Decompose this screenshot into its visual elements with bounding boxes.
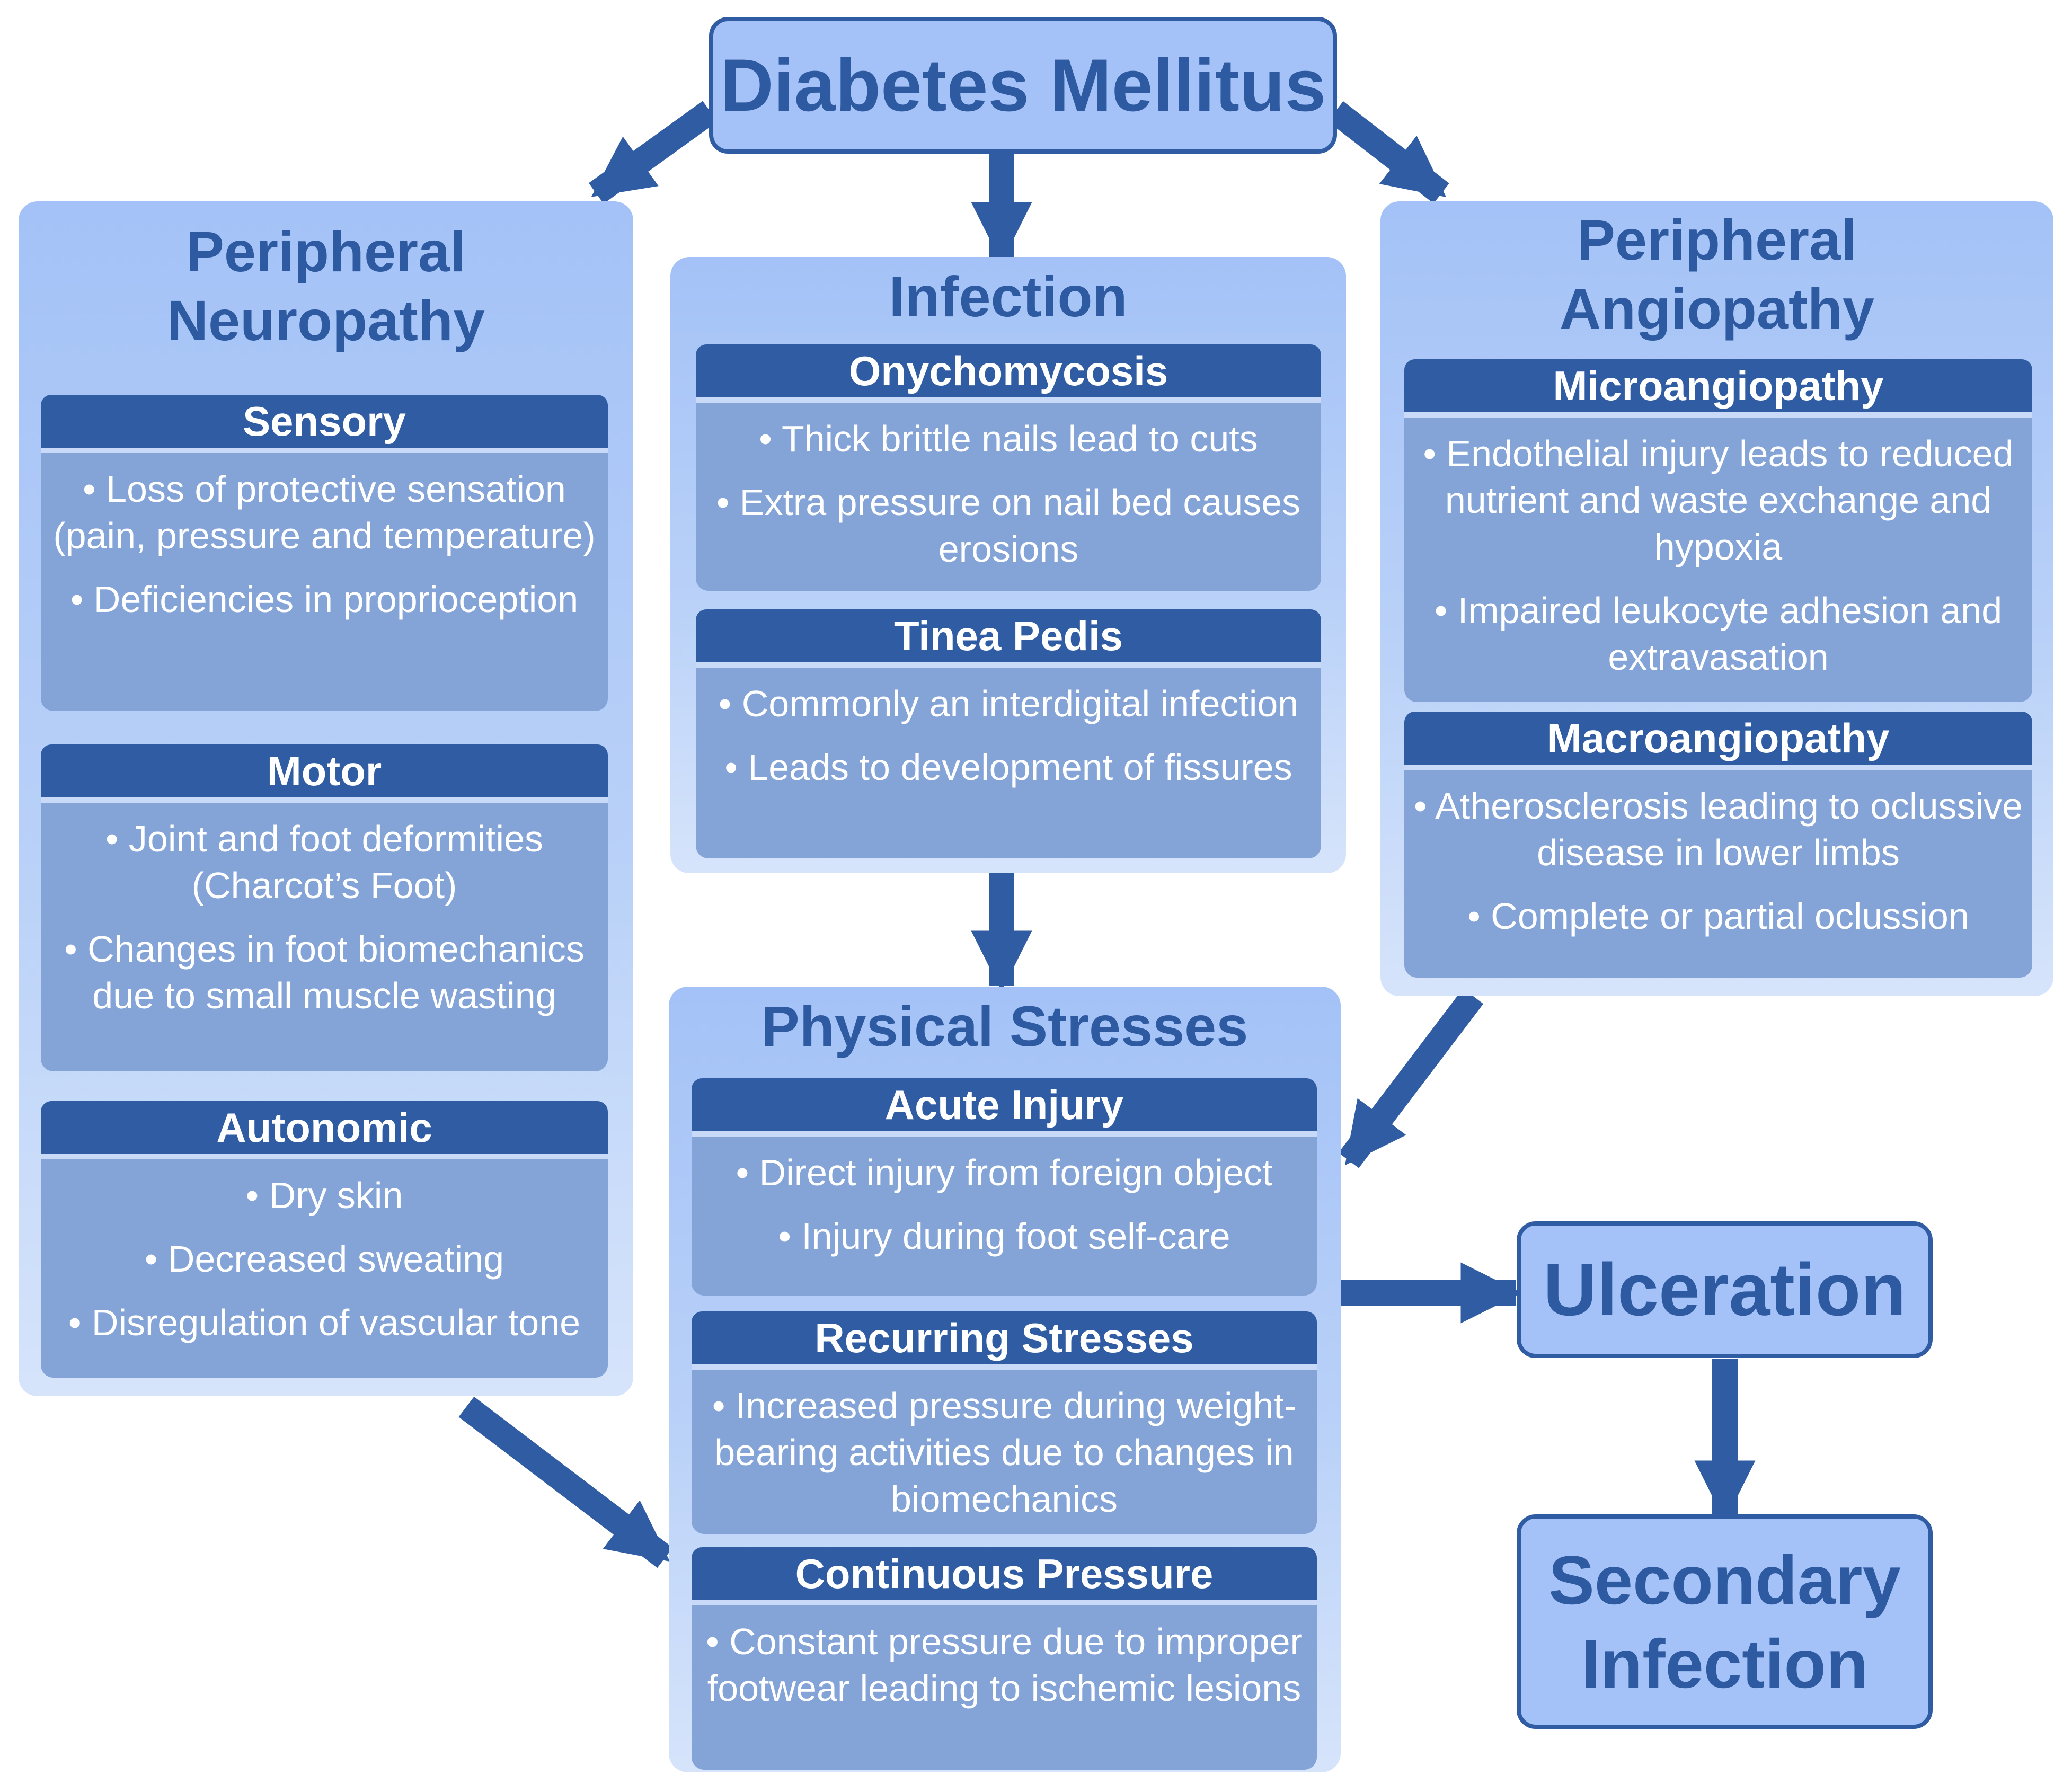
microangiopathy-item: • Impaired leukocyte adhesion and extrav… <box>1434 590 2003 678</box>
autonomic-header: Autonomic <box>41 1101 608 1159</box>
acute-injury-header: Acute Injury <box>692 1078 1317 1137</box>
autonomic-item: • Disregulation of vascular tone <box>68 1302 581 1343</box>
sensory-card: Sensory • Loss of protective sensation (… <box>41 395 608 711</box>
macroangiopathy-body: • Atherosclerosis leading to oclussive d… <box>1404 770 2032 978</box>
acute-injury-item: • Direct injury from foreign object <box>736 1152 1273 1193</box>
sensory-item: • Loss of protective sensation (pain, pr… <box>53 468 596 556</box>
acute-injury-item: • Injury during foot self-care <box>778 1216 1230 1257</box>
macroangiopathy-item: • Atherosclerosis leading to oclussive d… <box>1414 785 2023 873</box>
arrow-angiopathy-to-stresses <box>1338 988 1484 1168</box>
peripheral-angiopathy-title: Peripheral Angiopathy <box>1560 208 1874 341</box>
autonomic-item: • Dry skin <box>245 1175 403 1216</box>
onychomycosis-body: • Thick brittle nails lead to cuts • Ext… <box>696 403 1321 591</box>
arrow-diabetes-to-angiopathy <box>1327 101 1449 203</box>
onychomycosis-item: • Extra pressure on nail bed causes eros… <box>716 482 1301 570</box>
arrow-neuropathy-to-stresses <box>458 1396 673 1568</box>
onychomycosis-item: • Thick brittle nails lead to cuts <box>759 418 1258 459</box>
acute-injury-body: • Direct injury from foreign object • In… <box>692 1137 1317 1296</box>
motor-body: • Joint and foot deformities (Charcot’s … <box>41 803 608 1071</box>
tinea-pedis-item: • Leads to development of fissures <box>724 747 1292 788</box>
sensory-item: • Deficiencies in proprioception <box>70 579 579 620</box>
acute-injury-card: Acute Injury • Direct injury from foreig… <box>692 1078 1317 1296</box>
motor-card: Motor • Joint and foot deformities (Char… <box>41 744 608 1071</box>
macroangiopathy-card: Macroangiopathy • Atherosclerosis leadin… <box>1404 712 2032 978</box>
microangiopathy-header: Microangiopathy <box>1404 359 2032 418</box>
physical-stresses-panel: Physical Stresses Acute Injury • Direct … <box>669 987 1341 1772</box>
tinea-pedis-card: Tinea Pedis • Commonly an interdigital i… <box>696 609 1321 858</box>
recurring-stresses-header: Recurring Stresses <box>692 1311 1317 1370</box>
peripheral-neuropathy-title: Peripheral Neuropathy <box>166 219 485 352</box>
microangiopathy-item: • Endothelial injury leads to reduced nu… <box>1423 433 2014 567</box>
peripheral-angiopathy-panel: Peripheral Angiopathy Microangiopathy • … <box>1380 201 2053 996</box>
macroangiopathy-header: Macroangiopathy <box>1404 712 2032 770</box>
diabetes-mellitus-node: Diabetes Mellitus <box>709 17 1337 154</box>
macroangiopathy-item: • Complete or partial oclussion <box>1467 895 1969 937</box>
motor-header: Motor <box>41 744 608 803</box>
infection-panel: Infection Onychomycosis • Thick brittle … <box>670 257 1346 873</box>
tinea-pedis-body: • Commonly an interdigital infection • L… <box>696 668 1321 858</box>
tinea-pedis-item: • Commonly an interdigital infection <box>718 683 1299 724</box>
ulceration-label: Ulceration <box>1543 1248 1906 1331</box>
motor-item: • Changes in foot biomechanics due to sm… <box>64 928 585 1016</box>
recurring-stresses-card: Recurring Stresses • Increased pressure … <box>692 1311 1317 1534</box>
autonomic-body: • Dry skin • Decreased sweating • Disreg… <box>41 1159 608 1378</box>
secondary-infection-label: Secondary Infection <box>1548 1541 1901 1702</box>
arrow-diabetes-to-neuropathy <box>588 101 718 204</box>
secondary-infection-node: Secondary Infection <box>1517 1514 1933 1729</box>
onychomycosis-header: Onychomycosis <box>696 344 1321 403</box>
autonomic-card: Autonomic • Dry skin • Decreased sweatin… <box>41 1101 608 1378</box>
sensory-body: • Loss of protective sensation (pain, pr… <box>41 453 608 711</box>
microangiopathy-card: Microangiopathy • Endothelial injury lea… <box>1404 359 2032 702</box>
recurring-stresses-item: • Increased pressure during weight-beari… <box>712 1385 1297 1520</box>
physical-stresses-title: Physical Stresses <box>761 994 1248 1058</box>
autonomic-item: • Decreased sweating <box>144 1238 504 1280</box>
microangiopathy-body: • Endothelial injury leads to reduced nu… <box>1404 418 2032 702</box>
tinea-pedis-header: Tinea Pedis <box>696 609 1321 668</box>
sensory-header: Sensory <box>41 395 608 453</box>
continuous-pressure-item: • Constant pressure due to improper foot… <box>706 1621 1303 1709</box>
diabetes-mellitus-label: Diabetes Mellitus <box>720 43 1326 127</box>
ulceration-node: Ulceration <box>1517 1221 1933 1358</box>
continuous-pressure-card: Continuous Pressure • Constant pressure … <box>692 1547 1317 1770</box>
continuous-pressure-body: • Constant pressure due to improper foot… <box>692 1605 1317 1770</box>
onychomycosis-card: Onychomycosis • Thick brittle nails lead… <box>696 344 1321 591</box>
peripheral-neuropathy-panel: Peripheral Neuropathy Sensory • Loss of … <box>19 201 633 1396</box>
infection-title: Infection <box>889 264 1128 329</box>
continuous-pressure-header: Continuous Pressure <box>692 1547 1317 1605</box>
motor-item: • Joint and foot deformities (Charcot’s … <box>105 818 544 906</box>
recurring-stresses-body: • Increased pressure during weight-beari… <box>692 1370 1317 1534</box>
